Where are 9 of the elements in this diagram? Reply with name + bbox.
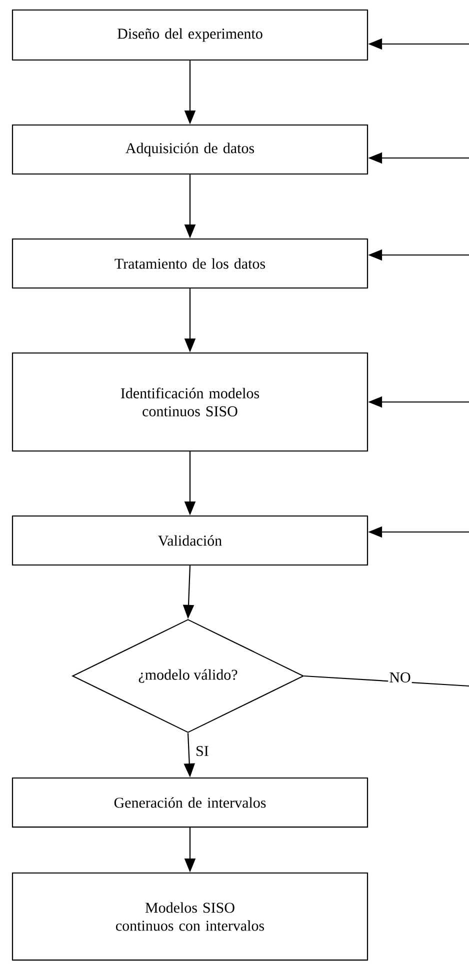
edge-label: SI (194, 744, 210, 758)
process-box: Modelos SISO continuos con intervalos (12, 872, 368, 961)
process-box: Diseño del experimento (12, 9, 368, 61)
process-box: Generación de intervalos (12, 777, 368, 828)
edge-label: NO (388, 671, 412, 684)
process-box: Validación (12, 515, 368, 566)
process-box: Tratamiento de los datos (12, 238, 368, 289)
process-box: Adquisición de datos (12, 124, 368, 175)
process-box: Identificación modelos continuos SISO (12, 352, 368, 452)
